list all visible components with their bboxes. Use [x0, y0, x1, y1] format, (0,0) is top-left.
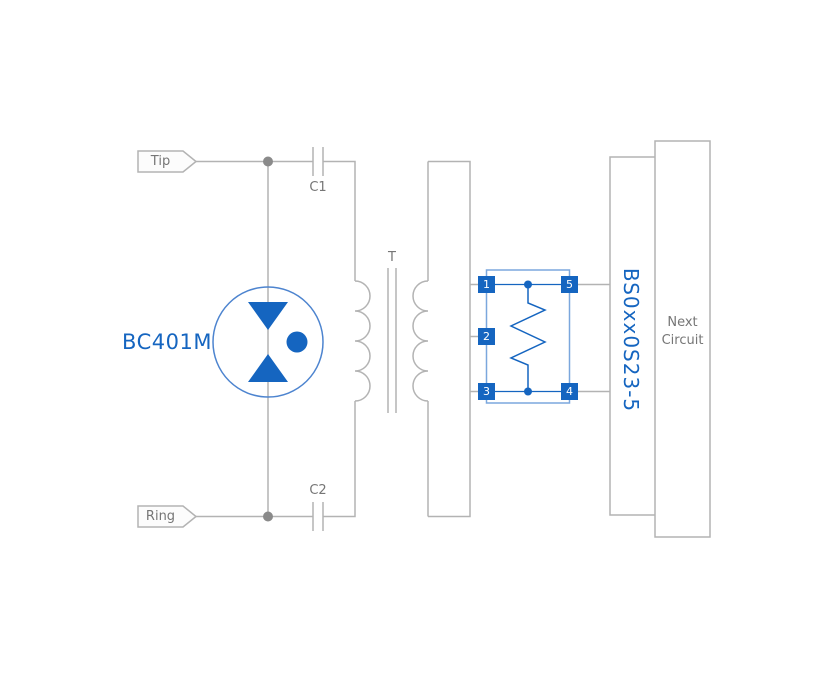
wire-c2-to-primary [323, 401, 356, 518]
junction-dot-top [263, 156, 273, 167]
device-right-pin-stubs [578, 283, 610, 393]
wire-c1-to-primary [323, 160, 356, 281]
thyristor-triangle-down-icon [248, 302, 288, 330]
protector-part-number: BC401M [122, 330, 212, 354]
junction-dot-bottom [263, 511, 273, 522]
next-circuit-label: Next Circuit [655, 314, 710, 350]
protection-element-zigzag [509, 284, 547, 392]
output-loop-wire [609, 156, 655, 516]
capacitor-c2-label: C2 [309, 483, 327, 498]
transformer-primary-coil [354, 280, 371, 402]
next-circuit-line1: Next [667, 315, 698, 330]
next-circuit-box [654, 140, 711, 538]
protection-ic-part-number: BS0xx0S23-5 [619, 267, 643, 413]
capacitor-c2-symbol [312, 502, 324, 531]
pin-1-square: 1 [478, 276, 495, 293]
transformer-label: T [388, 250, 396, 265]
transformer-core [387, 268, 397, 413]
gate-dot-icon [286, 331, 308, 353]
pin-3-square: 3 [478, 383, 495, 400]
pin-5-square: 5 [561, 276, 578, 293]
tip-label: Tip [150, 154, 171, 169]
pin-2-square: 2 [478, 328, 495, 345]
pin-4-square: 4 [561, 383, 578, 400]
ring-terminal-tag [137, 505, 198, 528]
tip-terminal-tag [137, 150, 198, 173]
secondary-loop-wire [428, 160, 471, 518]
device-left-pin-stubs [470, 283, 478, 393]
capacitor-c1-label: C1 [309, 180, 327, 195]
next-circuit-line2: Circuit [661, 333, 704, 348]
device-node-dot-bottom [524, 387, 532, 396]
surge-protector-circle [212, 286, 324, 398]
capacitor-c1-symbol [312, 147, 324, 176]
transformer-secondary-coil [412, 280, 429, 402]
thyristor-triangle-up-icon [248, 354, 288, 382]
ring-label: Ring [145, 509, 176, 524]
device-node-dot-top [524, 280, 532, 289]
